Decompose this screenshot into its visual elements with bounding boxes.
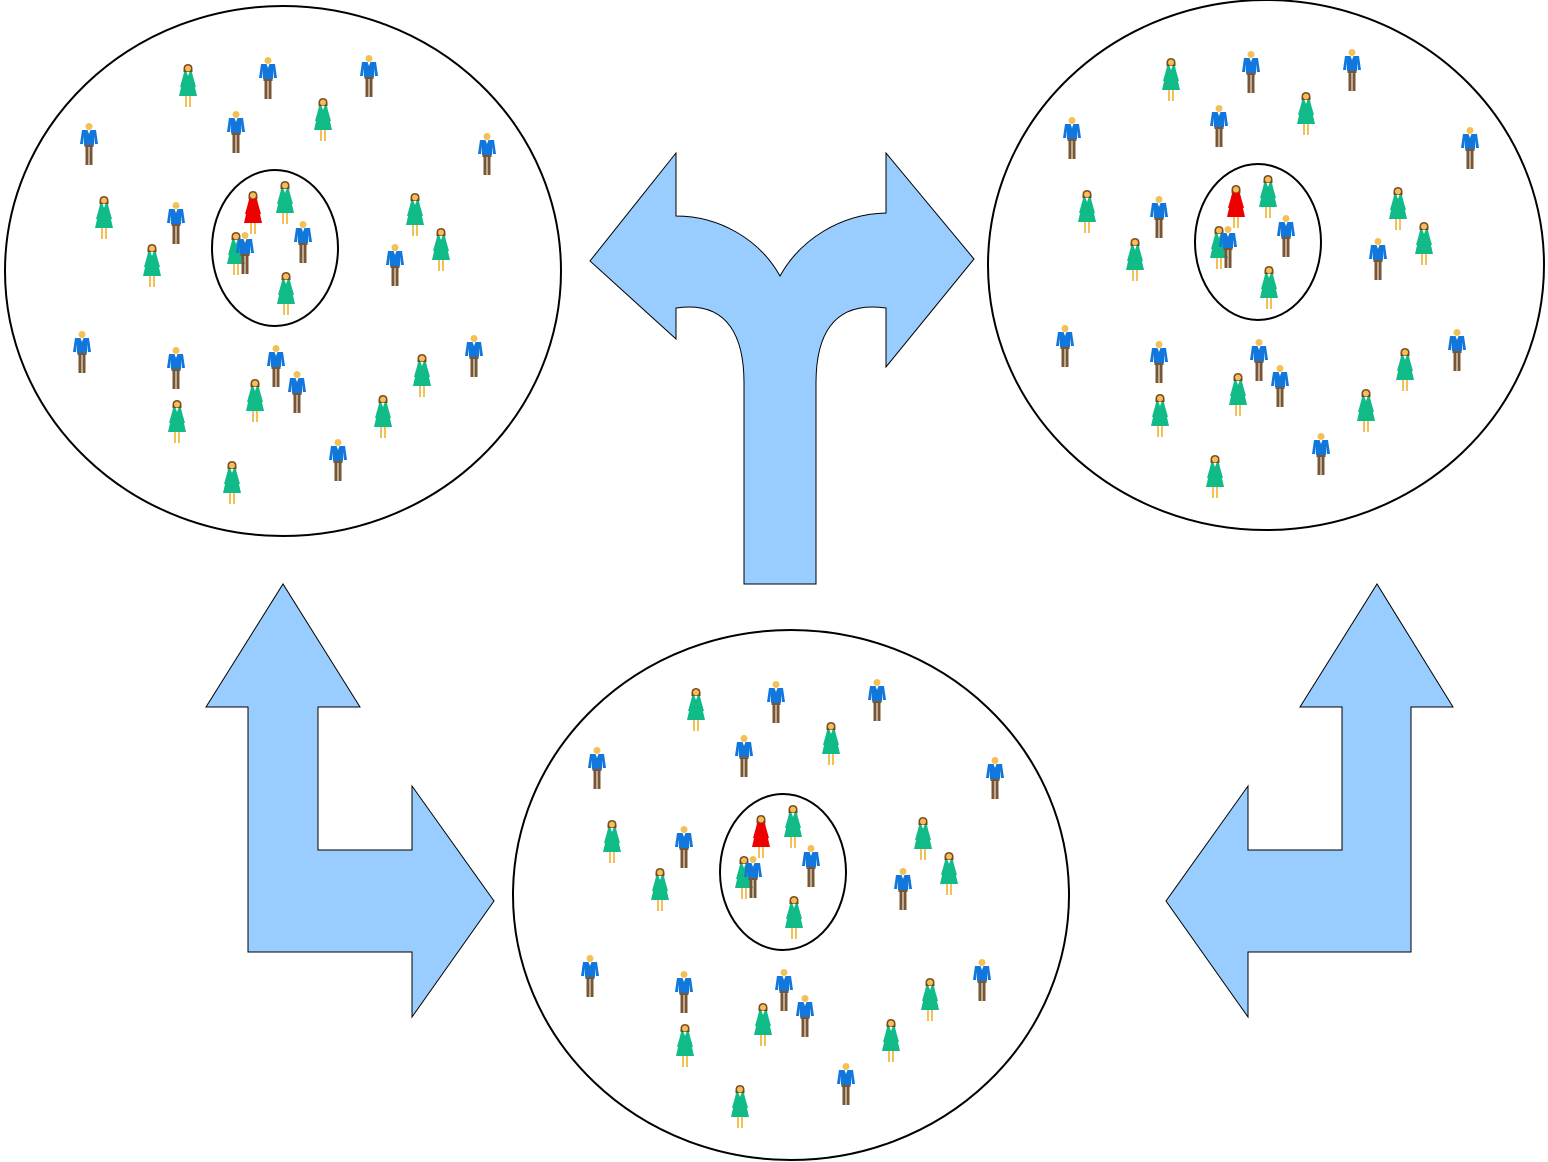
woman-icon (277, 272, 295, 315)
population-group-top-right (987, 0, 1545, 531)
outer-group-circle (512, 629, 1070, 1161)
woman-icon (413, 354, 431, 397)
man-icon (802, 845, 820, 887)
inner-group-circle (719, 793, 847, 951)
man-icon (675, 971, 693, 1013)
woman-icon (1206, 455, 1224, 498)
woman-icon (1260, 266, 1278, 309)
man-icon (581, 955, 599, 997)
man-icon (73, 331, 91, 373)
split-arrow (589, 151, 975, 585)
man-icon (1210, 105, 1228, 147)
elbow-arrow-right (1165, 583, 1454, 1019)
woman-icon (1396, 348, 1414, 391)
man-icon (588, 747, 606, 789)
woman-icon (179, 64, 197, 107)
man-icon (973, 959, 991, 1001)
man-icon (1242, 51, 1260, 93)
man-icon (796, 995, 814, 1037)
woman-icon (1297, 92, 1315, 135)
man-icon (386, 244, 404, 286)
man-icon (735, 735, 753, 777)
man-icon (837, 1063, 855, 1105)
woman-icon (785, 896, 803, 939)
man-icon (1063, 117, 1081, 159)
woman-icon (676, 1024, 694, 1067)
inner-group-circle (1194, 163, 1322, 321)
woman-icon (314, 98, 332, 141)
woman-icon (940, 852, 958, 895)
man-icon (767, 681, 785, 723)
woman-icon (914, 817, 932, 860)
man-icon (465, 335, 483, 377)
highlighted-woman-icon (244, 191, 262, 234)
inner-group-circle (211, 169, 339, 327)
outer-group-circle (4, 5, 562, 537)
man-icon (986, 757, 1004, 799)
woman-icon (1151, 394, 1169, 437)
woman-icon (95, 196, 113, 239)
woman-icon (374, 395, 392, 438)
man-icon (1056, 325, 1074, 367)
woman-icon (822, 722, 840, 765)
elbow-arrow-left (205, 583, 495, 1019)
man-icon (1369, 238, 1387, 280)
woman-icon (921, 978, 939, 1021)
man-icon (1250, 339, 1268, 381)
man-icon (80, 123, 98, 165)
man-icon (294, 221, 312, 263)
woman-icon (406, 193, 424, 236)
man-icon (1150, 341, 1168, 383)
woman-icon (1229, 373, 1247, 416)
woman-icon (603, 820, 621, 863)
highlighted-woman-icon (752, 815, 770, 858)
woman-icon (246, 379, 264, 422)
man-icon (478, 133, 496, 175)
woman-icon (143, 244, 161, 287)
man-icon (288, 371, 306, 413)
man-icon (1271, 365, 1289, 407)
population-group-top-left (4, 5, 562, 537)
man-icon (360, 55, 378, 97)
woman-icon (1078, 190, 1096, 233)
man-icon (1461, 127, 1479, 169)
man-icon (894, 868, 912, 910)
woman-icon (784, 805, 802, 848)
man-icon (1448, 329, 1466, 371)
woman-icon (754, 1003, 772, 1046)
man-icon (1343, 49, 1361, 91)
highlighted-woman-icon (1227, 185, 1245, 228)
man-icon (868, 679, 886, 721)
woman-icon (276, 181, 294, 224)
woman-icon (1126, 238, 1144, 281)
woman-icon (223, 461, 241, 504)
woman-icon (432, 228, 450, 271)
woman-icon (1357, 389, 1375, 432)
man-icon (167, 202, 185, 244)
population-group-bottom (512, 629, 1070, 1161)
woman-icon (168, 400, 186, 443)
man-icon (675, 826, 693, 868)
outer-group-circle (987, 0, 1545, 531)
man-icon (267, 345, 285, 387)
man-icon (1150, 196, 1168, 238)
man-icon (167, 347, 185, 389)
woman-icon (651, 868, 669, 911)
man-icon (1277, 215, 1295, 257)
man-icon (259, 57, 277, 99)
woman-icon (882, 1019, 900, 1062)
man-icon (227, 111, 245, 153)
woman-icon (731, 1085, 749, 1128)
woman-icon (1389, 187, 1407, 230)
woman-icon (1162, 58, 1180, 101)
woman-icon (687, 688, 705, 731)
man-icon (775, 969, 793, 1011)
man-icon (1312, 433, 1330, 475)
woman-icon (1415, 222, 1433, 265)
man-icon (329, 439, 347, 481)
woman-icon (1259, 175, 1277, 218)
